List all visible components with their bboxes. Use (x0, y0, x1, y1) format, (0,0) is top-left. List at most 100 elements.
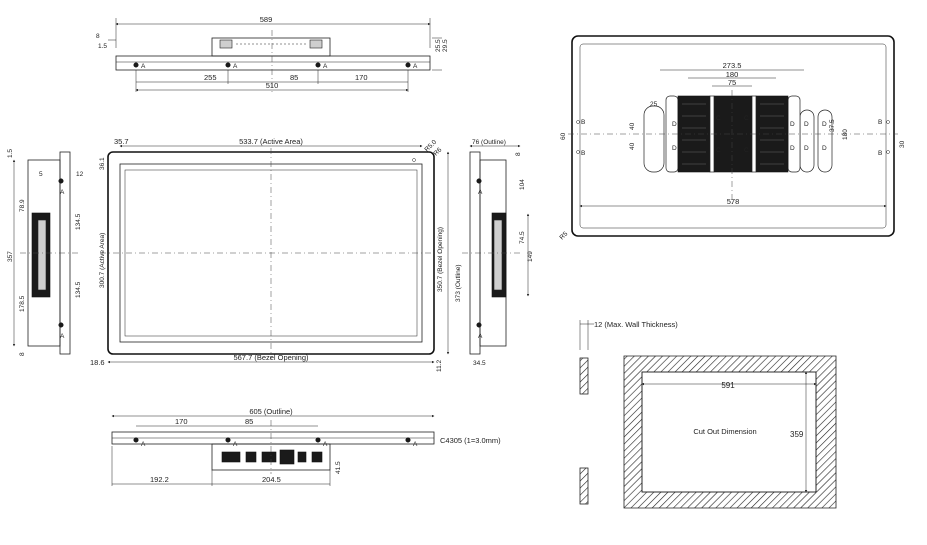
dim-back-180v: 180 (842, 129, 849, 140)
dim-left-178-5: 178.5 (19, 295, 26, 312)
dim-bezel-height: 350.7 (Bezel Opening) (437, 227, 444, 292)
svg-text:A: A (60, 189, 65, 196)
svg-text:B: B (878, 150, 882, 157)
dim-back-180: 180 (726, 70, 739, 79)
dim-outline-height: 373 (Outline) (455, 264, 462, 302)
svg-text:A: A (323, 441, 328, 448)
dim-bottom-170: 170 (175, 417, 188, 426)
dim-back-40b: 40 (629, 142, 636, 150)
dim-bottom-204-5: 204.5 (262, 475, 281, 484)
dim-active-height: 300.7 (Active Area) (99, 233, 106, 288)
dim-left-78-9: 78.9 (19, 199, 26, 212)
svg-text:C: C (744, 147, 749, 154)
dim-left-5: 5 (39, 171, 43, 178)
top-view: 589 A A A A 8 1.5 25.5 29.5 (96, 15, 449, 92)
svg-text:A: A (478, 333, 483, 340)
dim-top-1-5: 1.5 (98, 43, 107, 50)
svg-text:B: B (581, 119, 585, 126)
svg-text:A: A (413, 441, 418, 448)
svg-text:A: A (233, 441, 238, 448)
dim-back-75: 75 (728, 78, 736, 87)
bottom-view: 605 (Outline) 170 85 A A A A C4305 (1=3.… (111, 407, 501, 486)
dim-top-85: 85 (290, 73, 298, 82)
c-markers: C C C C (716, 115, 749, 154)
dim-back-40a: 40 (629, 122, 636, 130)
svg-text:D: D (804, 121, 809, 128)
dim-back-60: 60 (560, 132, 567, 140)
svg-text:D: D (672, 145, 677, 152)
dim-top-8: 8 (96, 33, 100, 40)
svg-text:C: C (716, 115, 721, 122)
cutout-width: 591 (721, 381, 735, 390)
wall-thickness-label: 12 (Max. Wall Thickness) (594, 320, 678, 329)
svg-text:D: D (790, 145, 795, 152)
dim-back-30: 30 (899, 140, 906, 148)
svg-text:C: C (716, 147, 721, 154)
dim-left-8: 8 (19, 352, 26, 356)
dim-right-outline: 76 (Outline) (472, 139, 506, 146)
dim-front-18-6: 18.6 (90, 358, 105, 367)
dim-top-510: 510 (266, 81, 279, 90)
cutout-label: Cut Out Dimension (693, 427, 756, 436)
left-side-view: A A 1.5 5 12 78.9 357 134.5 134.5 178.5 … (7, 149, 84, 356)
dim-top-170: 170 (355, 73, 368, 82)
dim-top-25-5: 25.5 (435, 39, 442, 52)
svg-text:C: C (744, 115, 749, 122)
dim-right-104: 104 (519, 179, 526, 190)
dim-bottom-41-5: 41.5 (335, 461, 342, 474)
dim-r6: R6 (432, 146, 443, 157)
dim-bezel-width: 567.7 (Bezel Opening) (233, 353, 309, 362)
dim-back-25: 25 (650, 101, 658, 108)
dim-chamfer: C4305 (1=3.0mm) (440, 436, 501, 445)
front-view: 35.7 533.7 (Active Area) 36.1 300.7 (Act… (90, 137, 462, 372)
dim-active-width: 533.7 (Active Area) (239, 137, 303, 146)
dim-left-134-5a: 134.5 (75, 213, 82, 230)
screw-markers: A A A A (133, 62, 418, 70)
dim-top-29-5: 29.5 (442, 39, 449, 52)
dim-bottom-outline: 605 (Outline) (249, 407, 293, 416)
right-side-view: A A 76 (Outline) 8 104 74.5 149 34.5 (462, 139, 534, 367)
dim-front-11-2: 11.2 (436, 359, 443, 372)
svg-text:A: A (60, 333, 65, 340)
svg-text:A: A (478, 189, 483, 196)
dim-right-74-5: 74.5 (519, 231, 526, 244)
dim-bottom-192-2: 192.2 (150, 475, 169, 484)
dim-top-width: 589 (260, 15, 273, 24)
svg-text:B: B (878, 119, 882, 126)
dim-left-1-5: 1.5 (7, 149, 14, 158)
svg-text:D: D (822, 121, 827, 128)
dim-right-34-5: 34.5 (473, 360, 486, 367)
dim-bottom-85: 85 (245, 417, 253, 426)
svg-text:A: A (141, 63, 146, 70)
svg-text:D: D (790, 121, 795, 128)
svg-text:D: D (672, 121, 677, 128)
dim-right-149: 149 (527, 251, 534, 262)
dim-right-8: 8 (515, 152, 522, 156)
fin-lines (682, 103, 784, 165)
dim-top-255: 255 (204, 73, 217, 82)
dim-back-273-5: 273.5 (723, 61, 742, 70)
dim-back-37-5: 37.5 (829, 119, 836, 132)
svg-text:B: B (581, 150, 585, 157)
screw-markers-bottom: A A A A (133, 437, 418, 448)
dim-left-134-5b: 134.5 (75, 281, 82, 298)
svg-text:A: A (323, 63, 328, 70)
svg-text:A: A (413, 63, 418, 70)
dim-back-r5: R5 (558, 230, 569, 241)
dim-left-357: 357 (7, 251, 14, 262)
back-view: 273.5 180 75 (558, 35, 906, 241)
io-ports (221, 449, 323, 465)
svg-text:D: D (822, 145, 827, 152)
dim-front-36-1: 36.1 (99, 157, 106, 170)
dim-front-35-7: 35.7 (114, 137, 129, 146)
cutout-height: 359 (790, 430, 804, 439)
dim-back-578: 578 (727, 197, 740, 206)
svg-text:A: A (141, 441, 146, 448)
cutout-detail: 12 (Max. Wall Thickness) 591 359 Cut Out… (579, 320, 837, 509)
d-markers: D D D D D D D D (672, 121, 827, 152)
b-markers: B B B B (576, 119, 890, 157)
svg-text:D: D (804, 145, 809, 152)
dim-left-12: 12 (76, 171, 84, 178)
svg-text:A: A (233, 63, 238, 70)
